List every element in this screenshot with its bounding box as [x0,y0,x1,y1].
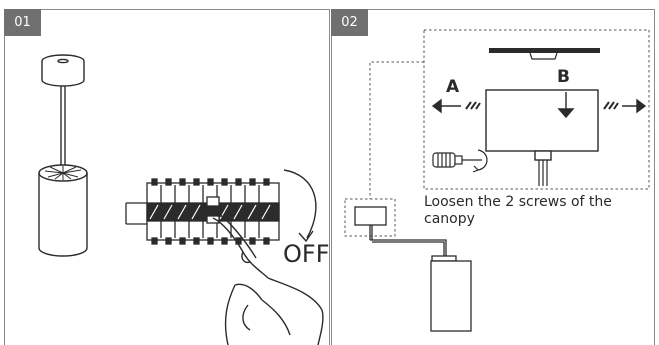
instruction-caption: Loosen the 2 screws of the canopy [424,194,612,227]
direction-b-label: B [557,67,570,87]
off-label: OFF [283,240,330,268]
direction-arrow-b [557,92,575,119]
hand-illustration [212,213,324,345]
screwdriver-icon [432,149,488,173]
direction-arrow-a [431,98,481,114]
circuit-breaker-panel [125,178,280,245]
pendant-lamp-illustration [38,54,88,257]
direction-arrow-right [603,98,647,114]
driver-box-wiring [354,206,472,332]
step-panel-02: 02 [331,9,655,345]
step-number-badge: 01 [4,9,41,36]
canopy-detail [485,89,599,186]
switch-off-arrow [283,169,317,243]
step-number-badge: 02 [331,9,368,36]
direction-a-label: A [446,77,460,97]
ceiling-mount-bar [489,48,600,60]
